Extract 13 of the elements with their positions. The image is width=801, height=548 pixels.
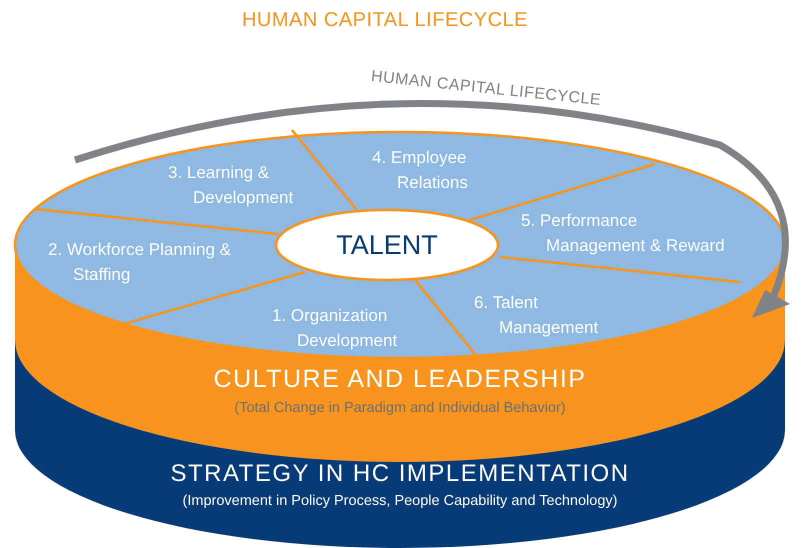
segment-label: 6. Talent Management [474, 292, 600, 339]
center-label: TALENT [336, 230, 438, 260]
band-subtitle: (Improvement in Policy Process, People Capability and Technology) [182, 493, 618, 509]
arrow-caption: HUMAN CAPITAL LIFECYCLE [370, 68, 602, 110]
segment-label: 2. Workforce Planning & Staffing [48, 239, 231, 286]
band-heading: CULTURE AND LEADERSHIP [212, 365, 588, 394]
segment-label: 1. Organization Development [272, 305, 398, 352]
segment-label: 5. Performance Management & Reward [521, 210, 726, 257]
band-heading: STRATEGY IN HC IMPLEMENTATION [169, 460, 631, 488]
band-subtitle: (Total Change in Paradigm and Individual Behavior) [233, 400, 567, 416]
segment-label: 4. Employee Relations [372, 147, 469, 194]
diagram-title: HUMAN CAPITAL LIFECYCLE [240, 9, 529, 32]
segment-label: 3. Learning & Development [168, 162, 294, 209]
